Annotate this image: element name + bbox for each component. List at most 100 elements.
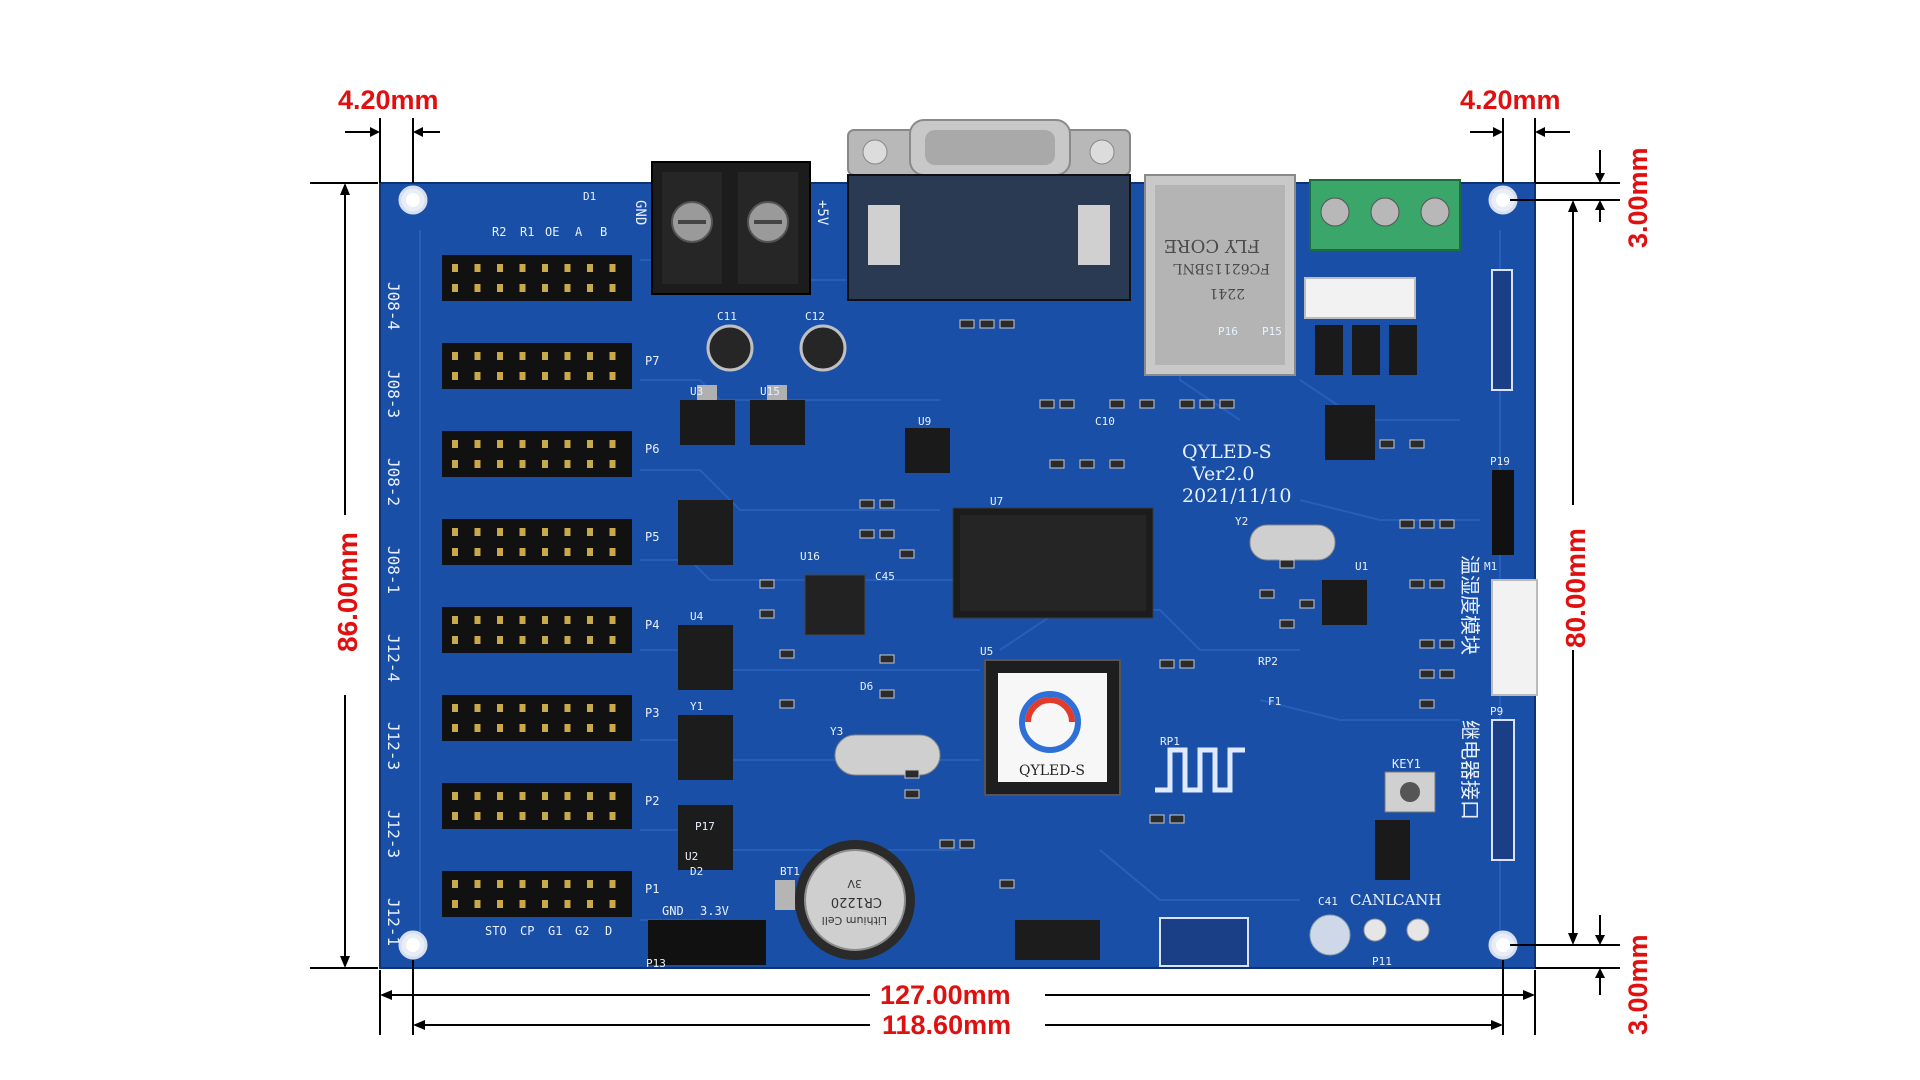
ethernet-jack: FLY CORE FC62115BNL 2241	[1144, 174, 1296, 376]
screw-icon	[1420, 197, 1450, 227]
header-pin	[474, 548, 481, 556]
can-area: CANL CANH	[1309, 891, 1442, 956]
smd-component	[1259, 589, 1275, 599]
smd-component	[1379, 439, 1395, 449]
smd-component	[1199, 399, 1215, 409]
ethernet-label: FC62115BNL	[1173, 260, 1270, 276]
board-version: Ver2.0	[1191, 463, 1255, 485]
smd-component	[979, 319, 995, 329]
component-ref: U7	[990, 495, 1003, 508]
header-pin	[564, 704, 571, 712]
dim-top-left-offset: 4.20mm	[338, 85, 439, 115]
ethernet-label: 2241	[1209, 285, 1245, 301]
can-label: CANH	[1393, 891, 1442, 909]
header-pin	[452, 548, 458, 556]
component-ref: Y2	[1235, 515, 1248, 528]
relay-module-label: 继电器接口	[1458, 720, 1482, 820]
component-ref: U15	[760, 385, 780, 398]
header-pin	[587, 616, 593, 624]
header-pin	[564, 792, 571, 800]
header-pin	[587, 548, 593, 556]
component-ref: D1	[583, 190, 596, 203]
component-ref: P9	[1490, 705, 1503, 718]
mosfet-group	[1315, 325, 1417, 375]
component-ref: P19	[1490, 455, 1510, 468]
header-pin	[519, 880, 526, 888]
bottom-label: 3.3V	[700, 904, 729, 918]
battery-label: CR1220	[831, 894, 882, 909]
header-pin	[609, 460, 616, 468]
can-label: CANL	[1350, 891, 1395, 909]
header-pin	[497, 264, 503, 272]
header-pin	[542, 812, 548, 820]
header-pin	[564, 812, 571, 820]
header-pin	[542, 440, 548, 448]
header-pin	[497, 372, 503, 380]
header-pin	[587, 724, 593, 732]
header-pin	[452, 616, 458, 624]
header-pin	[519, 372, 526, 380]
smd-component	[1299, 599, 1315, 609]
header-pin	[474, 704, 481, 712]
hub-pin-header	[442, 343, 632, 389]
header-pin	[542, 704, 548, 712]
header-pin	[497, 636, 503, 644]
smd-component	[1039, 399, 1055, 409]
header-pin	[497, 900, 503, 908]
coin-cell-battery: Lithium Cell CR1220 3V	[775, 840, 915, 960]
header-pin	[519, 548, 526, 556]
header-pin	[587, 372, 593, 380]
header-pin	[452, 704, 458, 712]
smd-component	[879, 529, 895, 539]
board-date: 2021/11/10	[1182, 485, 1292, 507]
header-pin	[519, 352, 526, 360]
header-pin	[542, 352, 548, 360]
header-pin	[474, 616, 481, 624]
smd-component	[1409, 579, 1425, 589]
header-pin	[609, 284, 616, 292]
header-pin	[452, 792, 458, 800]
component-ref: C45	[875, 570, 895, 583]
header-pin	[452, 724, 458, 732]
pcb-board: J08-4 J08-3 J08-2 J08-1 J12-4 J12-3 J12-…	[379, 119, 1538, 970]
dim-bottom-right-vertical: 3.00mm	[1623, 934, 1653, 1035]
smd-component	[779, 649, 795, 659]
dimension-annotations: 4.20mm 4.20mm 3.00mm 86.00mm	[310, 85, 1653, 1040]
smd-component	[1419, 519, 1435, 529]
signal-label: B	[600, 225, 607, 239]
header-pin	[542, 880, 548, 888]
header-pin	[587, 792, 593, 800]
header-pin	[497, 724, 503, 732]
header-p17: GND 3.3V	[648, 904, 766, 965]
mounting-hole-top-left	[398, 185, 428, 215]
component-ref: P15	[1262, 325, 1282, 338]
header-pin	[497, 880, 503, 888]
header-pin	[497, 792, 503, 800]
component-ref: U16	[800, 550, 820, 563]
header-pin	[519, 284, 526, 292]
smd-component	[939, 839, 955, 849]
hub-pin-header	[442, 783, 632, 829]
header-pin	[474, 900, 481, 908]
smd-component	[999, 319, 1015, 329]
ic-u1	[1322, 580, 1367, 625]
header-pin	[587, 812, 593, 820]
header-pin	[474, 460, 481, 468]
smd-component	[1109, 399, 1125, 409]
hub-pin-header	[442, 431, 632, 477]
component-ref: P13	[646, 957, 666, 970]
header-pin	[587, 528, 593, 536]
header-pin	[452, 460, 458, 468]
header-ref: P6	[645, 442, 659, 456]
battery-label: 3V	[847, 877, 862, 890]
header-pin	[474, 352, 481, 360]
signal-label: G2	[575, 924, 589, 938]
header-pin	[609, 352, 616, 360]
header-pin	[542, 460, 548, 468]
ic-u4	[1015, 920, 1100, 960]
ic-u9	[905, 428, 950, 473]
component-ref: BT1	[780, 865, 800, 878]
signal-label: OE	[545, 225, 559, 239]
module-labels: 温湿度模块 继电器接口	[1458, 555, 1482, 820]
